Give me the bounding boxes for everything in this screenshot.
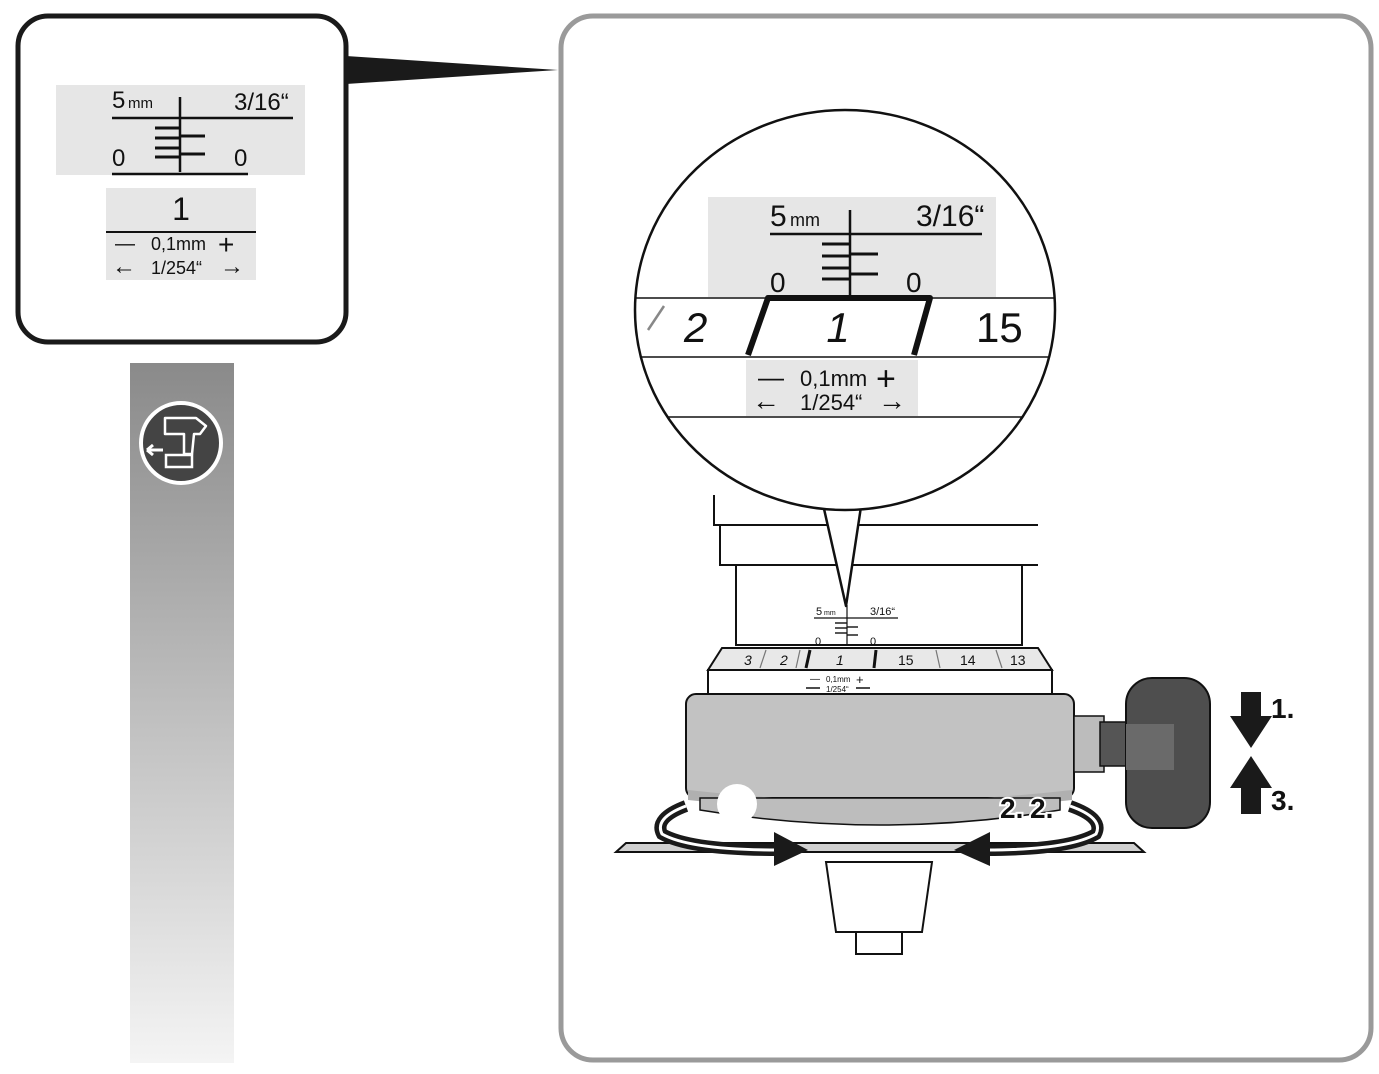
device-mm-value: 5 — [816, 606, 822, 618]
callout-inch-value: 3/16“ — [234, 89, 289, 116]
device-body — [685, 693, 1075, 799]
callout-arrow-left: ← — [112, 253, 136, 280]
device-dial-number: 1 — [836, 652, 844, 668]
magnifier-zero-right: 0 — [906, 267, 922, 298]
callout-mm-value: 5 — [112, 87, 125, 114]
callout-dial-bg — [106, 188, 256, 280]
callout-plus-sign: + — [218, 229, 234, 260]
magnifier-dial-left: 2 — [683, 304, 707, 351]
callout-box — [15, 13, 349, 345]
callout-zero-right: 0 — [234, 145, 247, 172]
callout-zero-left: 0 — [112, 145, 125, 172]
device-step-inch: 1/254“ — [826, 685, 849, 694]
magnifier-zero-left: 0 — [770, 267, 786, 298]
magnifier-minus-sign: — — [758, 362, 784, 392]
callout-arrow-right: → — [220, 253, 244, 280]
magnifier-inch-value: 3/16“ — [916, 200, 984, 233]
step-1-label: 1. — [1271, 693, 1294, 724]
device-dial-number: 3 — [744, 652, 752, 668]
callout-pointer — [346, 56, 558, 84]
magnifier-arrow-right: → — [878, 385, 906, 416]
step-2-label: 2. — [1000, 793, 1023, 824]
device-inch-value: 3/16“ — [870, 606, 895, 618]
magnifier-step-bg — [746, 360, 918, 416]
rotate-left-arrow-icon — [954, 800, 1104, 866]
callout-vernier-scale — [106, 97, 293, 233]
pull-up-arrow-icon — [1230, 756, 1272, 814]
callout-minus-sign: — — [115, 233, 135, 255]
router-device: 5 mm 3/16“ 0 0 3 2 1 15 14 13 — + 0,1mm … — [613, 495, 1211, 955]
magnifier-mm-value: 5 — [770, 200, 787, 233]
drill-battery-remove-icon — [139, 401, 223, 485]
magnifier-plus-sign: + — [876, 360, 896, 398]
step-2b-label: 2. — [1030, 793, 1053, 824]
magnifier-arrow-left: ← — [752, 385, 780, 416]
device-mm-suffix: mm — [824, 610, 836, 617]
device-dial-number: 15 — [898, 652, 914, 668]
magnifier-dial-right: 15 — [976, 304, 1023, 351]
push-down-arrow-icon — [1230, 692, 1272, 748]
step-3-label: 3. — [1271, 785, 1294, 816]
magnifier-step-mm: 0,1mm — [800, 366, 867, 391]
device-zero-right: 0 — [870, 636, 876, 648]
rotate-right-arrow-icon — [654, 800, 808, 866]
device-plus-sign: + — [856, 672, 864, 687]
callout-step-mm: 0,1mm — [151, 234, 206, 254]
magnifier-step-inch: 1/254“ — [800, 390, 862, 415]
magnifier-dial-center: 1 — [826, 304, 849, 351]
position-marker — [717, 784, 757, 824]
callout-step-inch: 1/254“ — [151, 258, 202, 278]
device-collet — [824, 861, 934, 933]
device-vernier-scale — [814, 605, 898, 645]
device-zero-left: 0 — [815, 636, 821, 648]
callout-dial-value: 1 — [172, 191, 190, 227]
callout-mm-suffix: mm — [128, 95, 153, 112]
device-dial-ticks — [759, 649, 1003, 669]
device-minus-sign: — — [810, 674, 820, 685]
device-dial-number: 13 — [1010, 652, 1026, 668]
magnifier-mm-suffix: mm — [790, 210, 820, 230]
device-step-mm: 0,1mm — [826, 675, 851, 684]
magnifier-scale-bg — [708, 197, 996, 297]
device-dial-number: 2 — [779, 652, 788, 668]
magnifier: 5 mm 3/16“ 0 0 2 1 15 — + 0,1mm 1/254“ ←… — [633, 108, 1057, 608]
device-dial-number: 14 — [960, 652, 976, 668]
